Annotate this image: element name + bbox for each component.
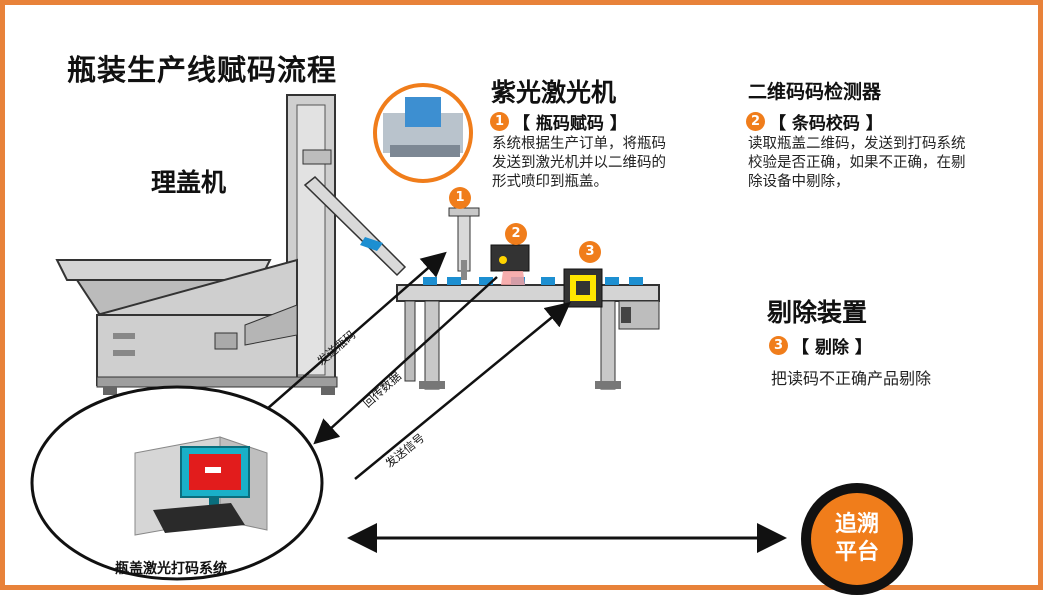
reject-step-title: 【 剔除 】 — [792, 338, 872, 358]
detector-description: 读取瓶盖二维码，发送到打码系统 校验是否正确，如果不正确，在剔 除设备中剔除， — [748, 135, 966, 192]
detector-label: 二维码码检测器 — [748, 81, 882, 103]
capper-label: 理盖机 — [151, 168, 227, 197]
trace-line2: 平台 — [834, 540, 879, 565]
laser-desc-line: 发送到激光机并以二维码的 — [492, 155, 666, 171]
laser-desc-line: 形式喷印到瓶盖。 — [492, 174, 608, 190]
reject-description: 把读码不正确产品剔除 — [771, 369, 932, 388]
machinery-illustration — [30, 83, 787, 581]
reject-step-number: 3 — [769, 336, 788, 355]
laser-desc-line: 系统根据生产订单，将瓶码 — [492, 136, 666, 152]
trace-line1: 追溯 — [834, 512, 879, 537]
traceability-platform: 追溯 平台 — [801, 483, 913, 595]
laser-step-number: 1 — [490, 112, 509, 131]
laser-head — [448, 207, 480, 280]
detector-step-number: 2 — [746, 112, 765, 131]
reject-step: 3 【 剔除 】 — [769, 333, 872, 358]
detector-desc-line: 校验是否正确，如果不正确，在剔 — [748, 155, 966, 171]
reject-label: 剔除装置 — [767, 298, 868, 327]
diagram-title: 瓶装生产线赋码流程 — [67, 53, 338, 87]
laser-step: 1 【 瓶码赋码 】 — [490, 109, 627, 134]
scanner-marker: 2 — [505, 223, 527, 245]
system-label: 瓶盖激光打码系统 — [115, 561, 227, 577]
laser-marker: 1 — [449, 187, 471, 209]
detector-step: 2 【 条码校码 】 — [746, 109, 883, 134]
cap-sorter-machine — [55, 94, 407, 395]
reject-device — [563, 268, 603, 308]
reject-marker: 3 — [579, 241, 601, 263]
code-scanner — [490, 244, 530, 285]
laser-machine-photo — [373, 83, 473, 183]
computer-workstation — [134, 436, 268, 536]
detector-desc-line: 除设备中剔除， — [748, 174, 850, 190]
laser-step-title: 【 瓶码赋码 】 — [513, 114, 627, 134]
detector-desc-line: 读取瓶盖二维码，发送到打码系统 — [748, 136, 966, 152]
detector-step-title: 【 条码校码 】 — [769, 114, 883, 134]
laser-label: 紫光激光机 — [491, 78, 617, 107]
laser-description: 系统根据生产订单，将瓶码 发送到激光机并以二维码的 形式喷印到瓶盖。 — [492, 135, 666, 192]
